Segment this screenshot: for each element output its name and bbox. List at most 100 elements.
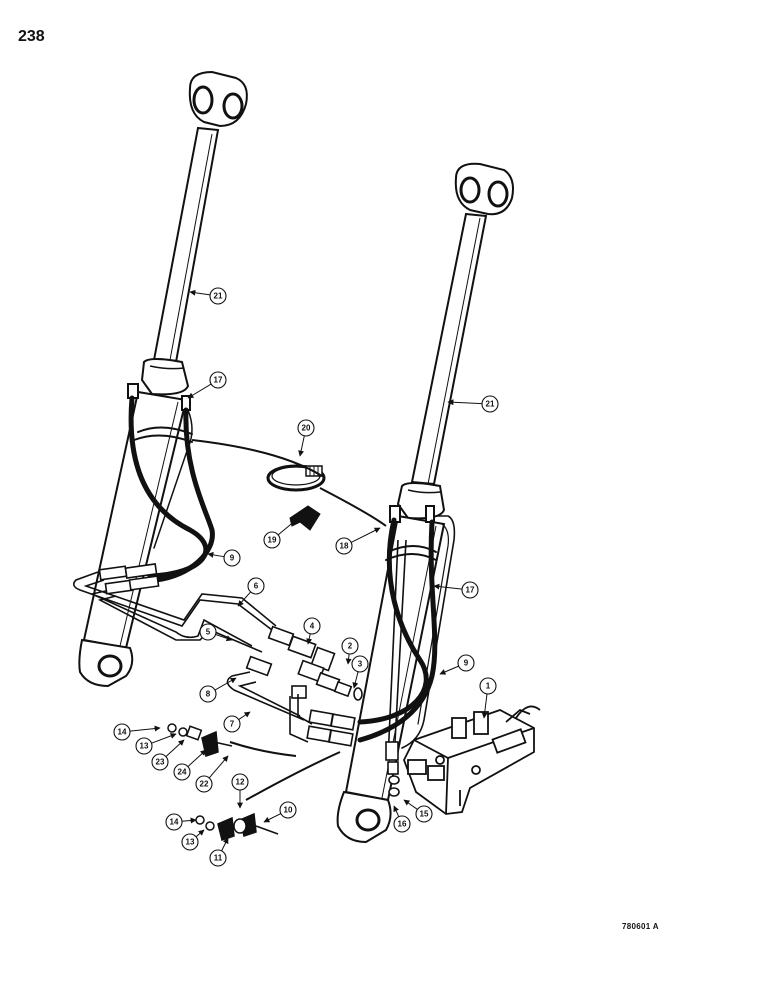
- callout-label: 7: [230, 720, 235, 729]
- callout-label: 2: [348, 642, 353, 651]
- lower-tubes: [226, 671, 313, 743]
- callout-leader: [195, 829, 205, 838]
- callout-leader: [403, 799, 418, 810]
- callout-label: 14: [118, 728, 127, 737]
- callouts: 21 17 20 19 18 21 17 9 6 4 23 9 15 8 7 14 13 23 24 22 12 10 14…: [113, 287, 499, 867]
- callout-leader: [481, 693, 488, 719]
- callout-leader: [306, 633, 313, 645]
- callout-bubble: [151, 753, 169, 771]
- callout-leader: [189, 289, 211, 296]
- callout-label: 18: [340, 542, 349, 551]
- callout-bubble: [393, 815, 411, 833]
- callout-label: 5: [206, 628, 211, 637]
- callout-bubble: [209, 849, 227, 867]
- hose-clip: [289, 505, 321, 531]
- right-cylinder: [336, 162, 514, 844]
- callout-label: 21: [486, 400, 495, 409]
- callout-bubble: [457, 654, 475, 672]
- valve-tubes: [387, 539, 407, 761]
- callout-label: 11: [214, 854, 223, 863]
- callout-leader: [215, 634, 233, 642]
- left-fittings: [98, 563, 160, 595]
- left-tubes: [72, 571, 277, 653]
- callout-bubble: [135, 737, 153, 755]
- page-number: 238: [18, 28, 45, 45]
- callout-label: 21: [214, 292, 223, 301]
- callout-bubble: [479, 677, 497, 695]
- callout-leader: [165, 739, 185, 757]
- bracket-hardware-upper: [167, 723, 233, 757]
- bracket-hardware-lower: [195, 812, 279, 841]
- callout-bubble: [335, 537, 353, 555]
- callout-label: 12: [236, 778, 245, 787]
- callout-leader: [350, 527, 381, 543]
- callout-bubble: [279, 801, 297, 819]
- callout-bubble: [223, 549, 241, 567]
- callout-bubble: [223, 715, 241, 733]
- callout-leader: [214, 677, 237, 691]
- callout-leader: [238, 711, 251, 720]
- callout-leader: [129, 725, 161, 732]
- callout-bubble: [303, 617, 321, 635]
- callout-bubble: [173, 763, 191, 781]
- callout-leader: [447, 399, 483, 406]
- callout-leader: [263, 813, 282, 823]
- callout-bubble: [461, 581, 479, 599]
- callout-label: 20: [302, 424, 311, 433]
- callout-leader: [345, 653, 352, 665]
- callout-label: 22: [200, 780, 209, 789]
- callout-leader: [208, 755, 229, 779]
- callout-leader: [237, 591, 252, 607]
- callout-bubble: [195, 775, 213, 793]
- callout-label: 15: [420, 810, 429, 819]
- callout-leader: [187, 749, 207, 767]
- callout-leader: [439, 665, 459, 675]
- callout-bubble: [481, 395, 499, 413]
- callout-label: 14: [170, 818, 179, 827]
- callout-bubble: [247, 577, 265, 595]
- callout-label: 9: [464, 659, 469, 668]
- callout-label: 23: [156, 758, 165, 767]
- callout-label: 10: [284, 806, 293, 815]
- callout-leader: [298, 435, 305, 457]
- control-valve: [403, 705, 541, 815]
- callout-bubble: [341, 637, 359, 655]
- callout-label: 17: [466, 586, 475, 595]
- callout-label: 4: [310, 622, 315, 631]
- callout-leader: [393, 805, 400, 817]
- callout-label: 8: [206, 690, 211, 699]
- callout-bubble: [415, 805, 433, 823]
- callout-bubble: [351, 655, 369, 673]
- callout-leader: [277, 519, 297, 536]
- callout-leader: [352, 671, 359, 689]
- callout-bubble: [165, 813, 183, 831]
- callout-label: 13: [186, 838, 195, 847]
- callout-label: 19: [268, 536, 277, 545]
- hose-clamp: [266, 464, 326, 492]
- callout-leader: [221, 837, 229, 852]
- callout-label: 16: [398, 820, 407, 829]
- callout-leader: [207, 551, 225, 558]
- right-hoses: [357, 515, 456, 749]
- callout-leader: [187, 383, 212, 399]
- lower-fittings: [306, 709, 356, 747]
- callout-label: 17: [214, 376, 223, 385]
- callout-label: 24: [178, 768, 187, 777]
- leader-lines: [191, 439, 387, 801]
- callout-leader: [181, 817, 197, 824]
- figure-code: 780601 A: [622, 922, 659, 931]
- callout-bubble: [209, 371, 227, 389]
- left-hoses: [128, 395, 215, 583]
- callout-leader: [433, 583, 463, 590]
- callout-bubble: [297, 419, 315, 437]
- callout-label: 13: [140, 742, 149, 751]
- callout-bubble: [209, 287, 227, 305]
- callout-bubble: [181, 833, 199, 851]
- callout-label: 9: [230, 554, 235, 563]
- callout-bubble: [199, 623, 217, 641]
- center-fittings: [245, 625, 363, 701]
- callout-label: 3: [358, 660, 363, 669]
- callout-bubble: [113, 723, 131, 741]
- callout-label: 6: [254, 582, 259, 591]
